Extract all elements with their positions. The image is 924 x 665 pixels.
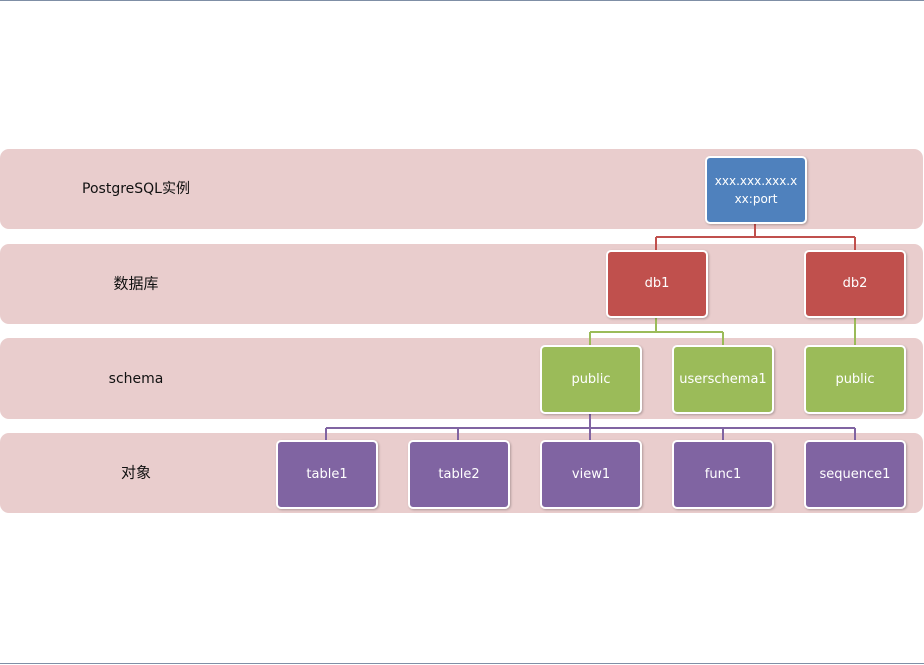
node-public-db2: public xyxy=(804,345,906,414)
node-instance-label-line1: xxx.xxx.xxx.x xyxy=(714,174,798,188)
edge-instance-databases xyxy=(655,222,856,251)
node-table1: table1 xyxy=(276,440,378,509)
node-db1: db1 xyxy=(606,250,708,318)
node-view1: view1 xyxy=(540,440,642,509)
band-database xyxy=(0,244,923,324)
node-userschema1: userschema1 xyxy=(672,345,774,414)
band-label-schema: schema xyxy=(108,371,164,387)
node-table2: table2 xyxy=(408,440,510,509)
bottom-border xyxy=(0,663,924,664)
node-userschema1-label: userschema1 xyxy=(679,371,767,387)
edge-db1-schemas xyxy=(589,317,724,346)
node-public-db2-label: public xyxy=(835,371,875,387)
node-sequence1: sequence1 xyxy=(804,440,906,509)
node-public-db1-label: public xyxy=(571,371,611,387)
node-table2-label: table2 xyxy=(438,466,480,482)
top-border xyxy=(0,0,924,1)
node-public-db1: public xyxy=(540,345,642,414)
band-label-object: 对象 xyxy=(120,463,152,482)
node-sequence1-label: sequence1 xyxy=(819,466,891,482)
node-db2-label: db2 xyxy=(842,276,868,291)
band-label-instance: PostgreSQL实例 xyxy=(82,181,190,197)
node-view1-label: view1 xyxy=(571,466,611,482)
node-db1-label: db1 xyxy=(644,276,670,291)
node-func1-label: func1 xyxy=(704,466,742,482)
node-table1-label: table1 xyxy=(306,466,348,482)
edge-public-objects xyxy=(325,412,856,441)
node-func1: func1 xyxy=(672,440,774,509)
band-label-database: 数据库 xyxy=(113,274,159,293)
node-db2: db2 xyxy=(804,250,906,318)
node-instance: xxx.xxx.xxx.x xx:port xyxy=(705,156,807,224)
node-instance-label-line2: xx:port xyxy=(734,192,778,206)
